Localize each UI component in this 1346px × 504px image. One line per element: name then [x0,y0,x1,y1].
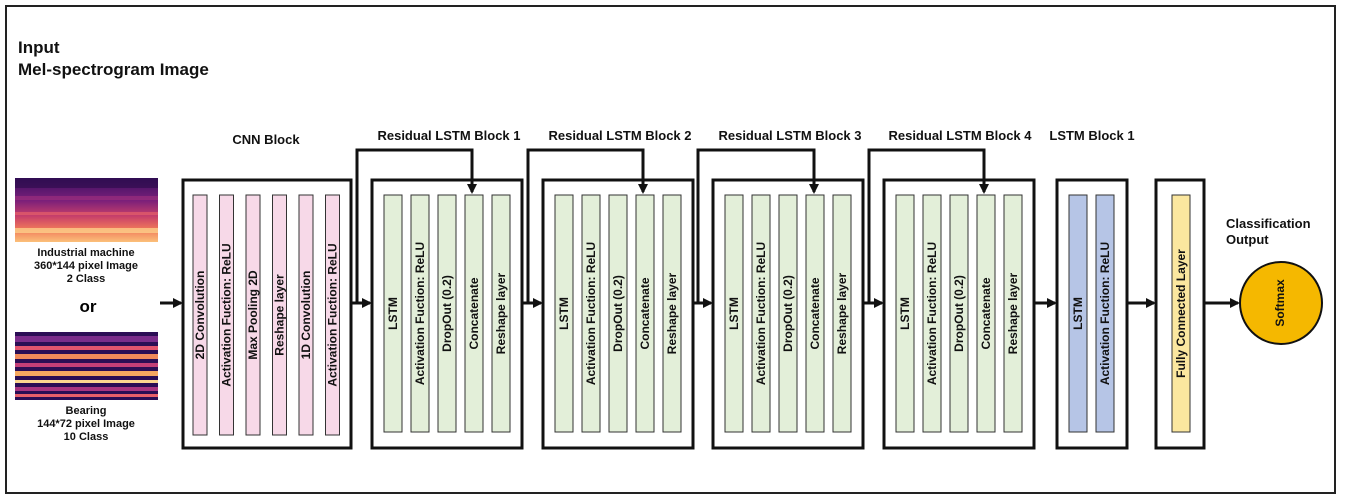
residual-lstm-block-3: LSTM Activation Fuction: ReLU DropOut (0.2… [713,180,863,448]
fully-connected-block: Fully Connected Layer [1156,180,1204,448]
cnn-block: 2D Convolution Activation Fuction: ReLU Ma… [183,180,351,448]
layer-label: DropOut (0.2) [952,275,966,352]
layer-label: Reshape layer [494,272,508,354]
bearing-spectrogram-image [15,332,158,400]
layer-label: 2D Convolution [193,271,207,360]
layer-label: Activation Fuction: ReLU [1098,242,1112,385]
residual-lstm-block-1: LSTM Activation Fuction: ReLU DropOut (0.2… [372,180,522,448]
layer-label: Fully Connected Layer [1174,249,1188,378]
layer-label: DropOut (0.2) [781,275,795,352]
layer-label: Activation Fuction: ReLU [326,243,340,386]
layer-label: Concatenate [979,277,993,349]
layer-label: Activation Fuction: ReLU [413,242,427,385]
layer-label: Activation Fuction: ReLU [925,242,939,385]
layer-label: LSTM [557,297,571,330]
layer-label: Activation Fuction: ReLU [584,242,598,385]
lstm-block-1-frame [1057,180,1127,448]
layer-label: LSTM [386,297,400,330]
layer-label: Max Pooling 2D [246,270,260,360]
layer-label: LSTM [1071,297,1085,330]
layer-label: Activation Fuction: ReLU [220,243,234,386]
layer-label: Reshape layer [835,272,849,354]
layer-label: LSTM [727,297,741,330]
layer-label: DropOut (0.2) [440,275,454,352]
layer-label: Concatenate [808,277,822,349]
layer-label: Concatenate [467,277,481,349]
layer-label: DropOut (0.2) [611,275,625,352]
layer-label: Activation Fuction: ReLU [754,242,768,385]
softmax-node: Softmax [1240,262,1322,344]
layer-label: 1D Convolution [299,271,313,360]
layer-label: Reshape layer [273,274,287,356]
lstm-block-1: LSTM Activation Fuction: ReLU [1057,180,1127,448]
layer-label: LSTM [898,297,912,330]
softmax-label: Softmax [1273,279,1287,327]
industrial-spectrogram-image [15,178,158,242]
residual-lstm-block-4: LSTM Activation Fuction: ReLU DropOut (0.2… [884,180,1034,448]
layer-label: Concatenate [638,277,652,349]
layer-label: Reshape layer [665,272,679,354]
residual-lstm-block-2: LSTM Activation Fuction: ReLU DropOut (0.2… [543,180,693,448]
layer-label: Reshape layer [1006,272,1020,354]
